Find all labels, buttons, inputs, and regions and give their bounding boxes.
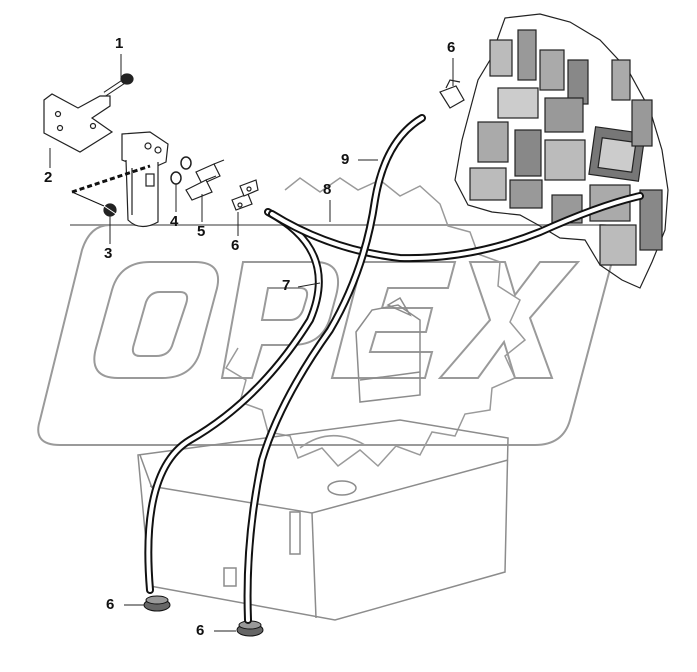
engine-block [454,13,669,289]
callout-4: 4 [170,213,179,230]
callout-3: 3 [104,245,113,262]
mounting-bracket [43,93,114,153]
hose-8 [268,192,644,263]
callout-6-filter-clamp: 6 [231,237,240,254]
tank-filler-neck [355,296,421,403]
small-bolt [103,203,117,217]
hose-9 [243,114,426,624]
washers [170,156,192,185]
callout-2: 2 [44,169,53,186]
hose-7 [144,208,323,594]
callout-6-top-clamp: 6 [447,39,456,56]
filter-leader-line-2 [71,191,105,207]
callout-5: 5 [197,223,206,240]
fuel-tank [137,419,509,621]
hose-clamps-filter [231,179,259,211]
fittings [185,159,225,201]
filter-leader-line [71,164,151,194]
callout-8: 8 [323,181,332,198]
callout-6-bottom-left-clamp: 6 [106,596,115,613]
leader-lines [49,54,454,632]
callout-6-bottom-right-clamp: 6 [196,622,205,639]
bolt [103,73,134,97]
callout-1: 1 [115,35,124,52]
callout-7: 7 [282,277,291,294]
hose-clamp-top [439,79,465,109]
fuel-filter [121,131,169,228]
callout-9: 9 [341,151,350,168]
